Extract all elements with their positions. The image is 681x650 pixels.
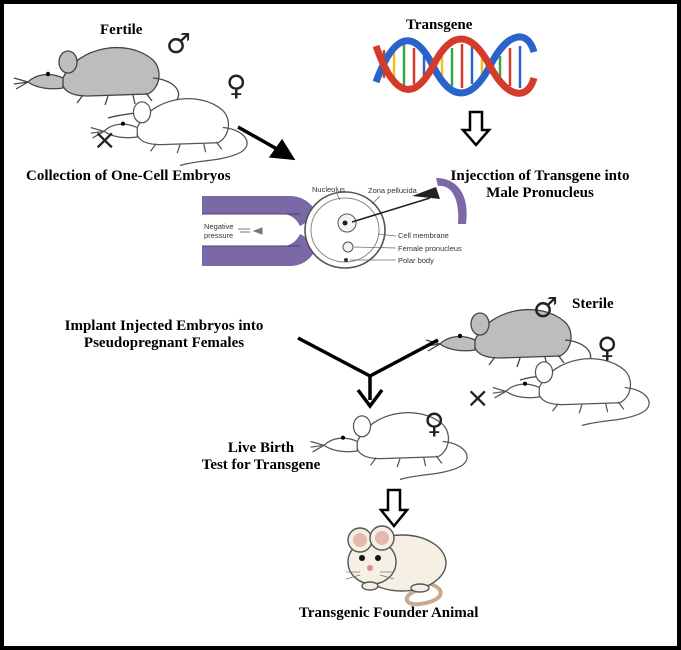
sterile-female-mouse — [492, 357, 650, 427]
founder-label: Transgenic Founder Animal — [299, 605, 479, 621]
founder-mouse — [345, 525, 447, 607]
arrow-down-founder — [378, 488, 410, 528]
injection-label: Injecction of Transgene into Male Pronuc… — [428, 168, 652, 202]
zona-pellucida-label: Zona pellucida — [368, 186, 417, 195]
arrow-to-embryos — [237, 125, 296, 161]
injection-label-line2: Male Pronucleus — [486, 185, 594, 201]
female-symbol-icon: ♀ — [597, 331, 618, 364]
female-pronucleus-label: Female pronucleus — [398, 244, 462, 253]
dna-helix-icon — [372, 33, 538, 97]
injection-label-line1: Injecction of Transgene into — [450, 168, 630, 184]
negative-line2: pressure — [204, 231, 234, 240]
cross-symbol-icon: × — [466, 381, 490, 414]
female-symbol-icon: ♀ — [226, 69, 247, 102]
birth-label-line1: Live Birth — [227, 440, 295, 456]
implant-label-line1: Implant Injected Embryos into — [64, 318, 264, 334]
converging-arrows — [297, 336, 439, 409]
implant-label-line2: Pseudopregnant Females — [83, 335, 245, 351]
birth-label-line2: Test for Transgene — [201, 457, 321, 473]
arrow-down-transgene — [460, 110, 492, 147]
negative-line1: Negative — [204, 222, 234, 231]
microinjection-illustration — [202, 178, 467, 269]
fertile-label: Fertile — [100, 22, 143, 38]
collection-label: Collection of One-Cell Embryos — [26, 168, 231, 184]
negative-pressure-label: Negative pressure — [204, 222, 234, 240]
cross-symbol-icon: × — [93, 123, 117, 156]
nucleolus-label: Nucleolus — [312, 185, 345, 194]
cell-membrane-label: Cell membrane — [398, 231, 449, 240]
female-symbol-icon: ♀ — [424, 407, 445, 440]
polar-body-label: Polar body — [398, 256, 434, 265]
fertile-male-mouse — [13, 46, 180, 119]
transgene-label: Transgene — [406, 17, 473, 33]
sterile-label: Sterile — [572, 296, 614, 312]
male-symbol-icon: ♂ — [166, 27, 192, 60]
implant-label: Implant Injected Embryos into Pseudopreg… — [44, 318, 284, 352]
male-symbol-icon: ♂ — [533, 291, 559, 324]
birth-label: Live Birth Test for Transgene — [186, 440, 336, 474]
